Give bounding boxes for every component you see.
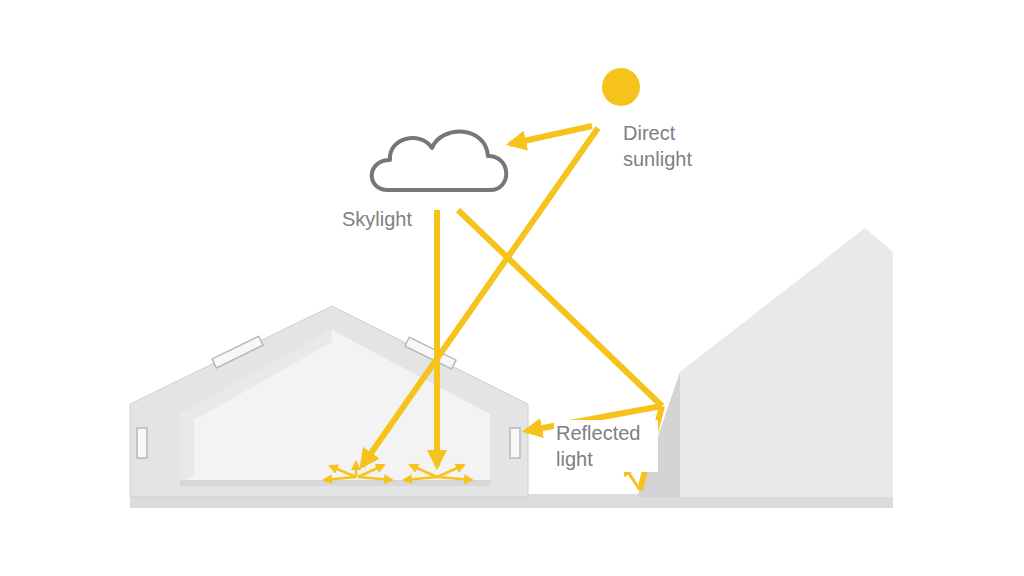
sunlight-label: Direct sunlight [623, 120, 723, 172]
direct-sun-ray [362, 128, 598, 466]
sun [602, 68, 640, 106]
side-window [510, 428, 520, 458]
diffuse-scatter [324, 462, 472, 480]
reflected-light-label: Reflected light [554, 420, 658, 472]
skylight-ray [434, 210, 440, 466]
cloud [372, 132, 507, 190]
interior-shade [180, 330, 332, 482]
light-rays [362, 126, 662, 490]
skylight-diagonal-ray [458, 210, 662, 406]
house-section [130, 306, 528, 497]
floor [180, 480, 490, 486]
neighbour-building [680, 228, 893, 497]
roof-window [212, 336, 263, 368]
side-window [137, 428, 147, 458]
skylight-label: Skylight [342, 206, 452, 232]
sun-to-cloud-ray [510, 126, 592, 144]
